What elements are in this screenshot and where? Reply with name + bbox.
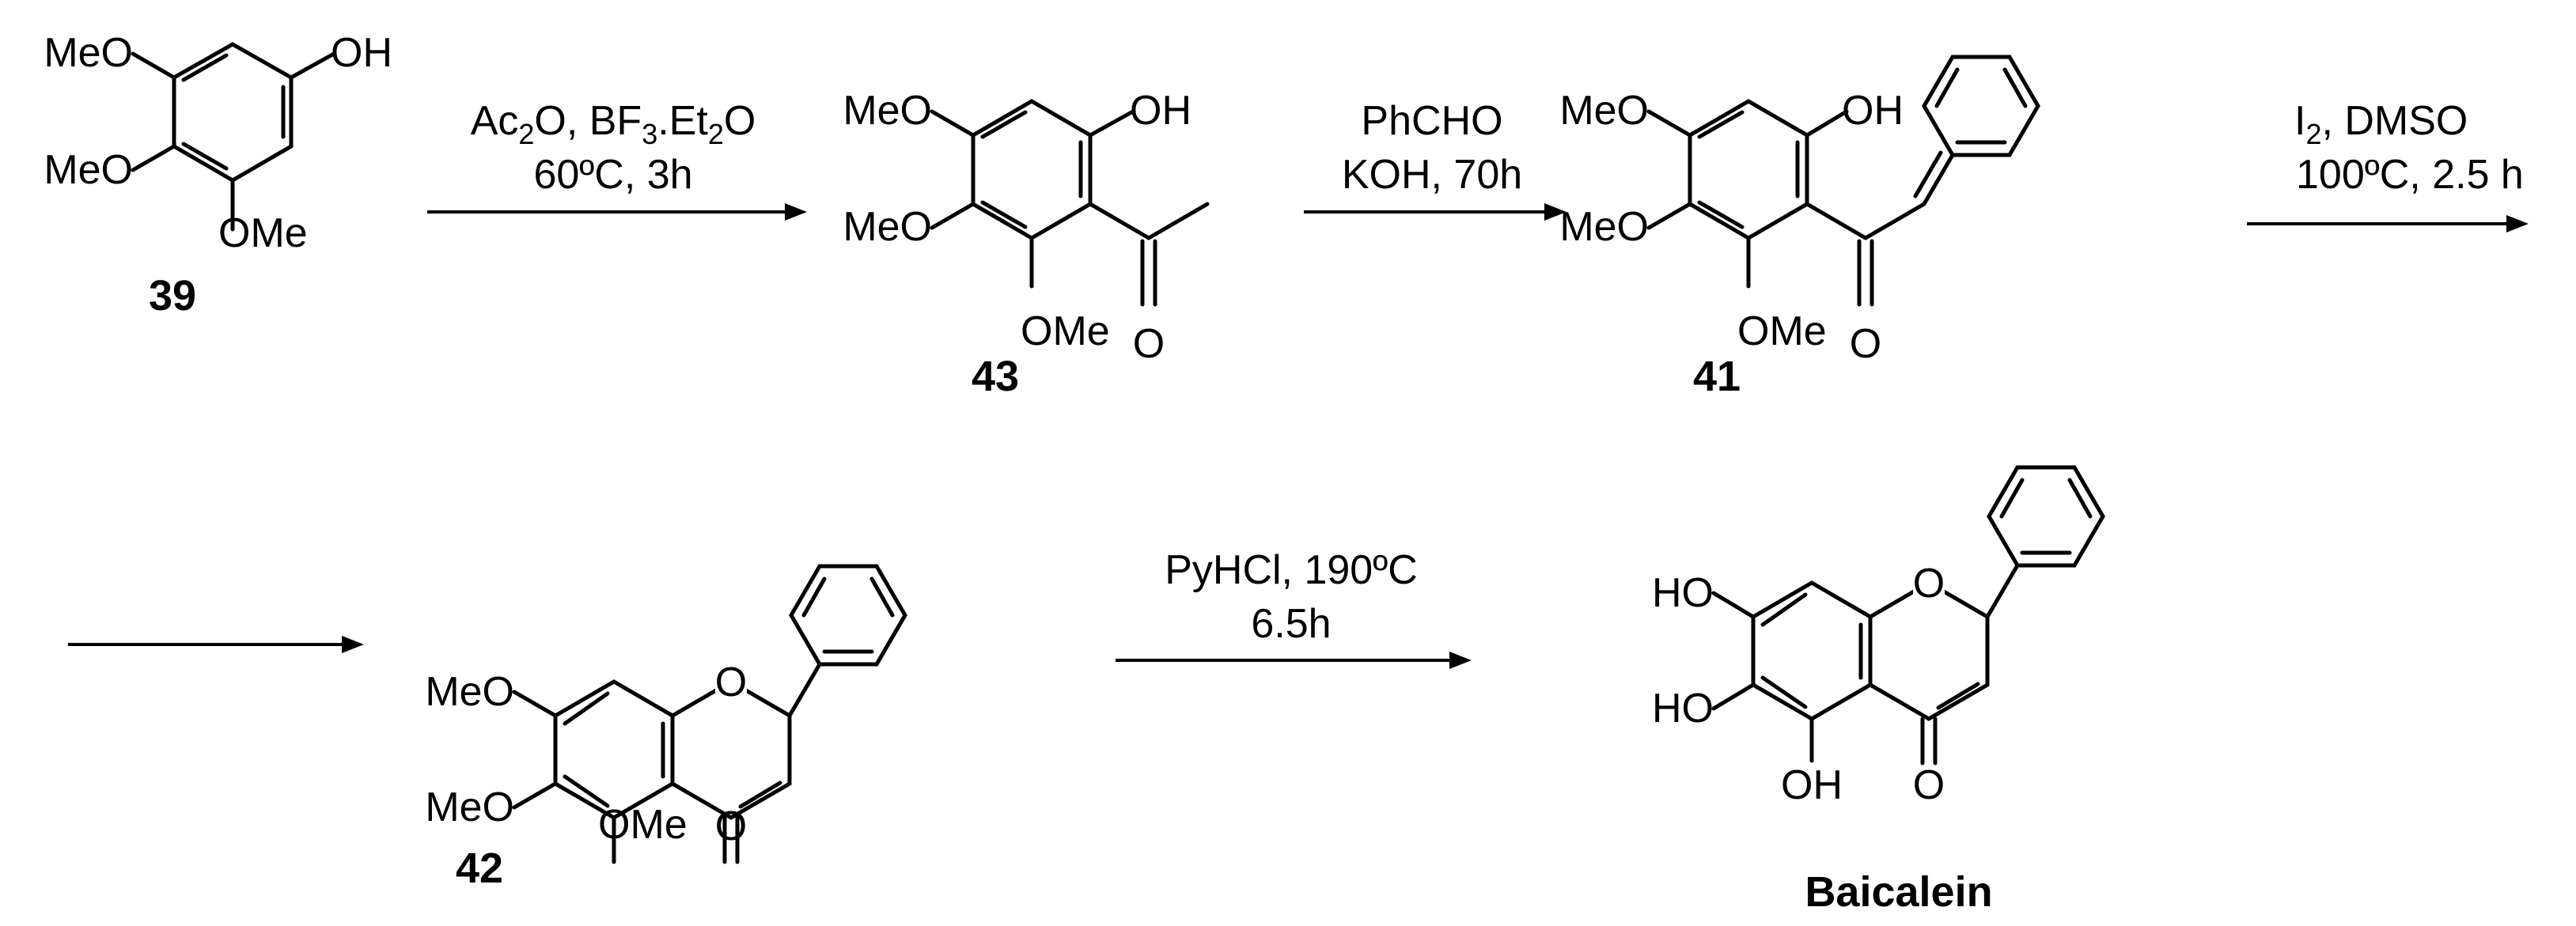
oh-group: OH bbox=[1130, 88, 1191, 134]
ring-oxygen: O bbox=[715, 660, 747, 705]
methoxy-group: MeO bbox=[425, 784, 514, 830]
phenyl-ring bbox=[1922, 55, 2040, 157]
carbonyl-oxygen: O bbox=[1133, 321, 1165, 367]
ring-39 bbox=[172, 42, 294, 183]
compound-41: OH MeO MeO OMe O 41 bbox=[1559, 55, 2040, 400]
condition-line: 60ºC, 3h bbox=[533, 152, 692, 198]
phenyl-ring bbox=[1987, 465, 2105, 568]
condition-line: KOH, 70h bbox=[1342, 152, 1522, 198]
compound-name: Baicalein bbox=[1805, 868, 1992, 916]
ring-a-42 bbox=[553, 679, 675, 820]
carbonyl-oxygen: O bbox=[1913, 762, 1945, 808]
methoxy-group: MeO bbox=[1559, 88, 1649, 134]
compound-number: 42 bbox=[456, 845, 503, 892]
methoxy-group: MeO bbox=[44, 30, 133, 76]
ring-a-baicalein bbox=[1751, 580, 1873, 721]
methoxy-group: OMe bbox=[598, 802, 688, 848]
ring-oxygen: O bbox=[1913, 561, 1945, 607]
reagent-line: PhCHO bbox=[1361, 98, 1502, 144]
methoxy-group: MeO bbox=[843, 204, 932, 250]
reaction-arrow-4: PyHCl, 190ºC 6.5h bbox=[1116, 547, 1472, 669]
methoxy-group: MeO bbox=[1559, 204, 1649, 250]
methoxy-group: MeO bbox=[44, 147, 133, 193]
reagent-line: Ac2O, BF3.Et2O bbox=[471, 98, 756, 150]
reagent-line: PyHCl, 190ºC bbox=[1165, 547, 1418, 593]
methoxy-group: MeO bbox=[843, 88, 932, 134]
compound-43: OH MeO MeO OMe O 43 bbox=[843, 88, 1210, 400]
ring-43 bbox=[971, 99, 1093, 240]
hydroxy-group: HO bbox=[1652, 686, 1714, 731]
methoxy-group: OMe bbox=[1021, 308, 1110, 354]
hydroxy-group: OH bbox=[1781, 762, 1843, 808]
condition-line: 6.5h bbox=[1251, 601, 1331, 647]
reaction-arrow-2: PhCHO KOH, 70h bbox=[1304, 98, 1566, 221]
methoxy-group: MeO bbox=[425, 669, 514, 715]
oh-group: OH bbox=[331, 30, 392, 76]
reaction-arrow-1: Ac2O, BF3.Et2O 60ºC, 3h bbox=[427, 98, 807, 221]
ring-41 bbox=[1688, 99, 1809, 240]
compound-number: 39 bbox=[149, 272, 196, 319]
reagent-line: I2, DMSO bbox=[2294, 98, 2468, 150]
hydroxy-group: HO bbox=[1652, 570, 1714, 616]
condition-line: 100ºC, 2.5 h bbox=[2296, 152, 2524, 198]
oh-group: OH bbox=[1842, 88, 1904, 134]
carbonyl-oxygen: O bbox=[1850, 321, 1881, 367]
phenyl-ring bbox=[789, 564, 907, 667]
compound-number: 43 bbox=[972, 353, 1019, 400]
methoxy-group: OMe bbox=[218, 210, 308, 256]
compound-number: 41 bbox=[1693, 353, 1741, 400]
methoxy-group: OMe bbox=[1737, 308, 1827, 354]
compound-baicalein: O HO HO OH O Baicalein bbox=[1652, 465, 2105, 916]
carbonyl-oxygen: O bbox=[715, 803, 747, 849]
compound-42: O MeO MeO OMe O 42 bbox=[425, 564, 907, 892]
reaction-arrow-3: I2, DMSO 100ºC, 2.5 h bbox=[68, 98, 2529, 653]
compound-39: OH MeO MeO OMe 39 bbox=[44, 30, 392, 319]
